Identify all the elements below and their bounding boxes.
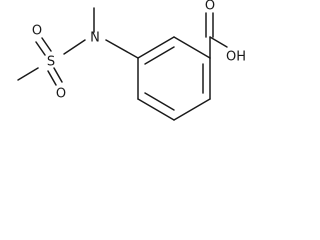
ring-bond [173,36,211,59]
ring-bond [137,98,175,121]
sulfur-label: S [47,55,55,70]
chemical-structure: N S O O O OH [17,0,246,121]
nitrogen-sulfur-bond [63,39,86,55]
hydroxyl-label: OH [226,50,246,65]
carboxylic-acid-group [205,12,228,59]
atom-labels: N S O O O OH [32,0,246,102]
s-o-double-bond-bottom [53,67,63,83]
ring-bond [173,98,211,121]
s-o-double-bond-top [35,41,46,56]
oxygen-label-bottom: O [56,87,66,102]
oxygen-label-top: O [32,24,42,39]
benzene-ring [137,36,211,121]
ring-double-bond [144,46,175,65]
s-o-double-bond-bottom [47,70,57,86]
sulfonamide-group [17,7,139,86]
s-o-double-bond-top [41,37,52,52]
s-methyl-bond [17,67,39,81]
nitrogen-label: N [90,31,100,46]
ring-double-bond [144,92,175,111]
ring-bond [137,36,175,59]
carbonyl-oxygen-label: O [205,0,215,14]
carboxyl-oh-bond [209,36,228,48]
ring-to-nitrogen-bond [105,39,139,59]
